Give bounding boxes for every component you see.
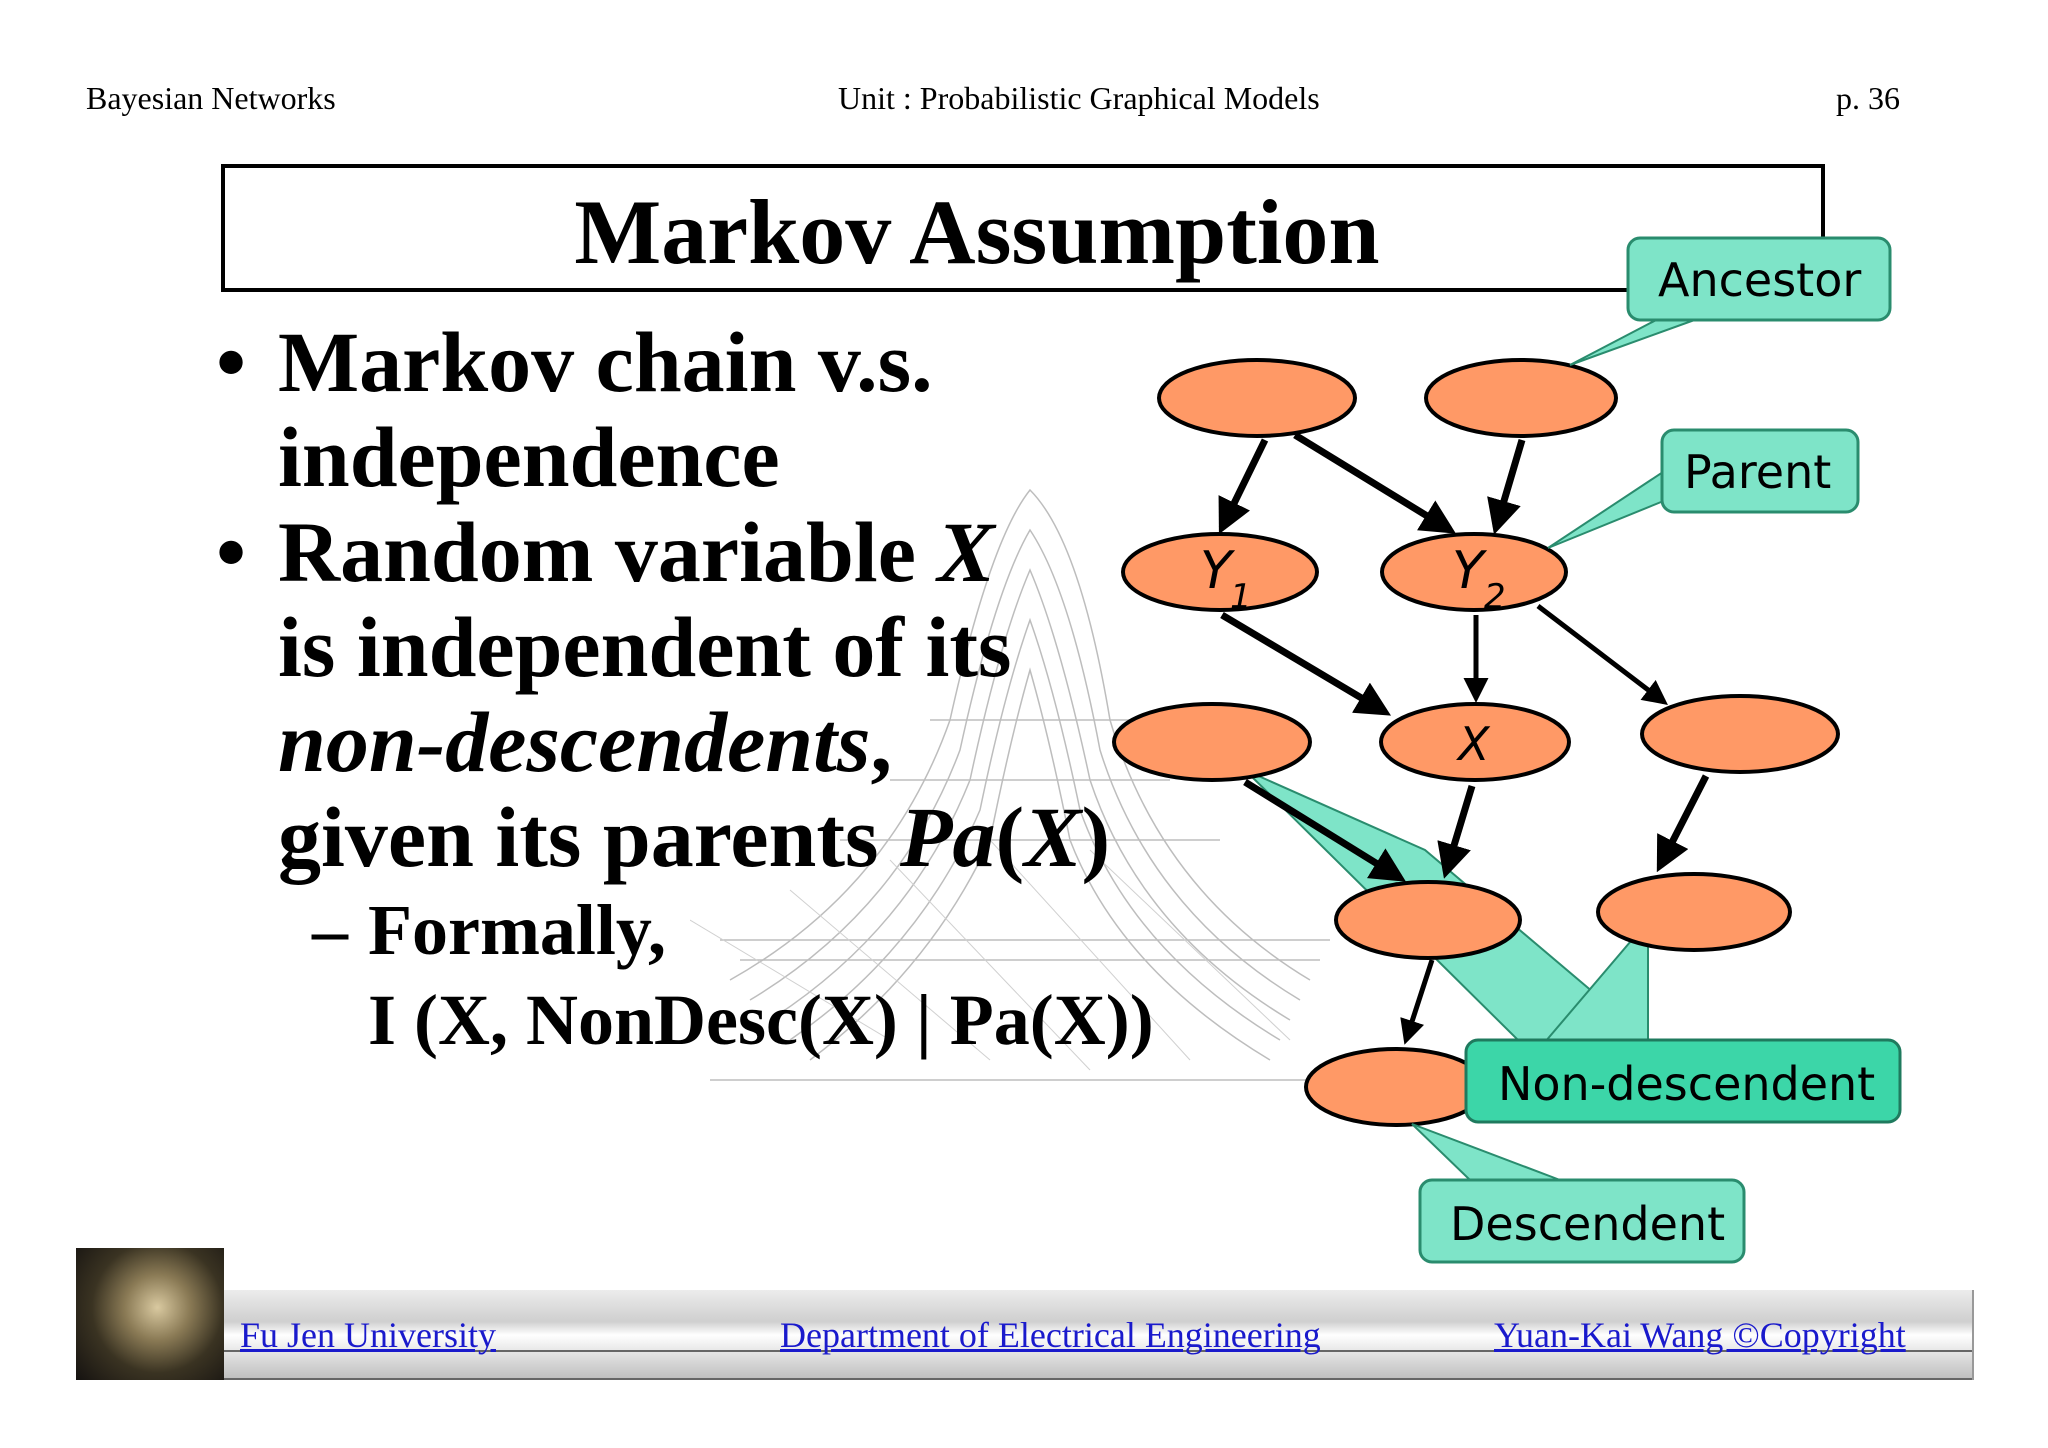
node-nondesc-left — [1112, 702, 1312, 782]
bullet-dot: • — [216, 314, 247, 410]
bullet-2-line-1: Random variable X — [278, 504, 995, 600]
footer-bar — [224, 1290, 1974, 1380]
footer-university-link[interactable]: Fu Jen University — [240, 1315, 496, 1355]
node-descendent — [1304, 1047, 1488, 1127]
edge — [1536, 604, 1668, 706]
bullet-2-line-4: given its parents Pa(X) — [278, 789, 1110, 885]
bullet-2-line-2: is independent of its — [278, 599, 1012, 695]
var-x: X — [1024, 789, 1082, 885]
nodes — [1112, 358, 1840, 1127]
page-number: p. 36 — [1836, 80, 1900, 116]
bullet-dot: • — [216, 504, 247, 600]
ancestor-callout — [1626, 236, 1892, 322]
node-y2 — [1380, 532, 1568, 612]
node-y2-label: Y — [1452, 541, 1488, 601]
ancestor-label: Ancestor — [1658, 253, 1861, 307]
footer-department-link[interactable]: Department of Electrical Engineering — [780, 1315, 1321, 1355]
descendent-callout — [1418, 1178, 1746, 1264]
bullet-2-line-3: non-descendents, — [278, 694, 892, 790]
bullet-item-2-line-2: is independent of its — [216, 600, 1154, 695]
edge — [1656, 774, 1710, 873]
close-paren: ) — [1081, 789, 1111, 885]
slide-title: Markov Assumption — [574, 181, 1380, 283]
bullet-item-1-cont: independence — [216, 410, 1154, 505]
formula: I (X, NonDesc(X) | Pa(X)) — [368, 980, 1154, 1060]
non-descendents-term: non-descendents — [278, 694, 871, 790]
ancestor-pointer — [1569, 317, 1701, 366]
edge — [1293, 432, 1456, 534]
parent-pointer — [1547, 468, 1667, 549]
node-ancestor-1 — [1157, 358, 1357, 438]
bullet-item-1: • Markov chain v.s. — [216, 315, 1154, 410]
edge — [1220, 611, 1392, 716]
bullet-item-2: • Random variable X — [216, 505, 1154, 600]
sub-bullet-dash: – — [312, 890, 348, 970]
footer-copyright-link[interactable]: Yuan-Kai Wang ©Copyright — [1494, 1315, 1906, 1355]
footer-divider — [224, 1378, 1972, 1380]
descendent-label: Descendent — [1450, 1197, 1725, 1251]
non-descendent-callout — [1464, 1038, 1902, 1124]
node-y2-subscript: 2 — [1484, 577, 1506, 617]
descendent-pointer — [1411, 1123, 1561, 1181]
parent-callout — [1660, 428, 1860, 514]
comma: , — [870, 694, 892, 790]
sub-bullet-formula: I (X, NonDesc(X) | Pa(X)) — [216, 975, 1154, 1065]
edge — [1243, 779, 1406, 882]
edge — [1218, 438, 1269, 535]
bullet-list: • Markov chain v.s. independence • Rando… — [216, 315, 1154, 1065]
sub-bullet: – Formally, — [216, 885, 1154, 975]
node-x — [1379, 702, 1571, 782]
edge — [1437, 784, 1476, 879]
pa-term: Pa — [899, 789, 996, 885]
node-child-x — [1334, 880, 1522, 960]
node-x-label: X — [1456, 717, 1491, 771]
sub-bullet-line-1: Formally, — [368, 890, 666, 970]
bullet-2-text: Random variable — [278, 504, 938, 600]
edge — [1400, 959, 1435, 1045]
edge — [1487, 439, 1526, 535]
background-surface-plot — [690, 488, 1340, 1081]
parent-label: Parent — [1684, 445, 1831, 499]
bullet-item-2-line-3: non-descendents, — [216, 695, 1154, 790]
node-y1 — [1121, 532, 1319, 612]
var-x: X — [937, 504, 995, 600]
given-text: given its parents — [278, 789, 900, 885]
open-paren: ( — [995, 789, 1025, 885]
edges — [1218, 432, 1710, 1045]
footer-divider — [224, 1350, 1972, 1352]
non-descendent-label: Non-descendent — [1498, 1057, 1875, 1111]
node-nondesc-bottom-right — [1596, 872, 1792, 952]
node-y1-label: Y — [1200, 541, 1236, 601]
head-logo-icon — [76, 1248, 224, 1380]
node-y1-subscript: 1 — [1230, 577, 1252, 617]
node-nondesc-right — [1640, 694, 1840, 774]
bullet-1-line-1: Markov chain v.s. — [278, 314, 933, 410]
bullet-item-2-line-4: given its parents Pa(X) — [216, 790, 1154, 885]
node-ancestor-2 — [1424, 358, 1618, 438]
bullet-1-line-2: independence — [278, 409, 780, 505]
header-unit: Unit : Probabilistic Graphical Models — [838, 80, 1320, 116]
header-course: Bayesian Networks — [86, 80, 336, 116]
title-box: Markov Assumption — [221, 164, 1825, 292]
